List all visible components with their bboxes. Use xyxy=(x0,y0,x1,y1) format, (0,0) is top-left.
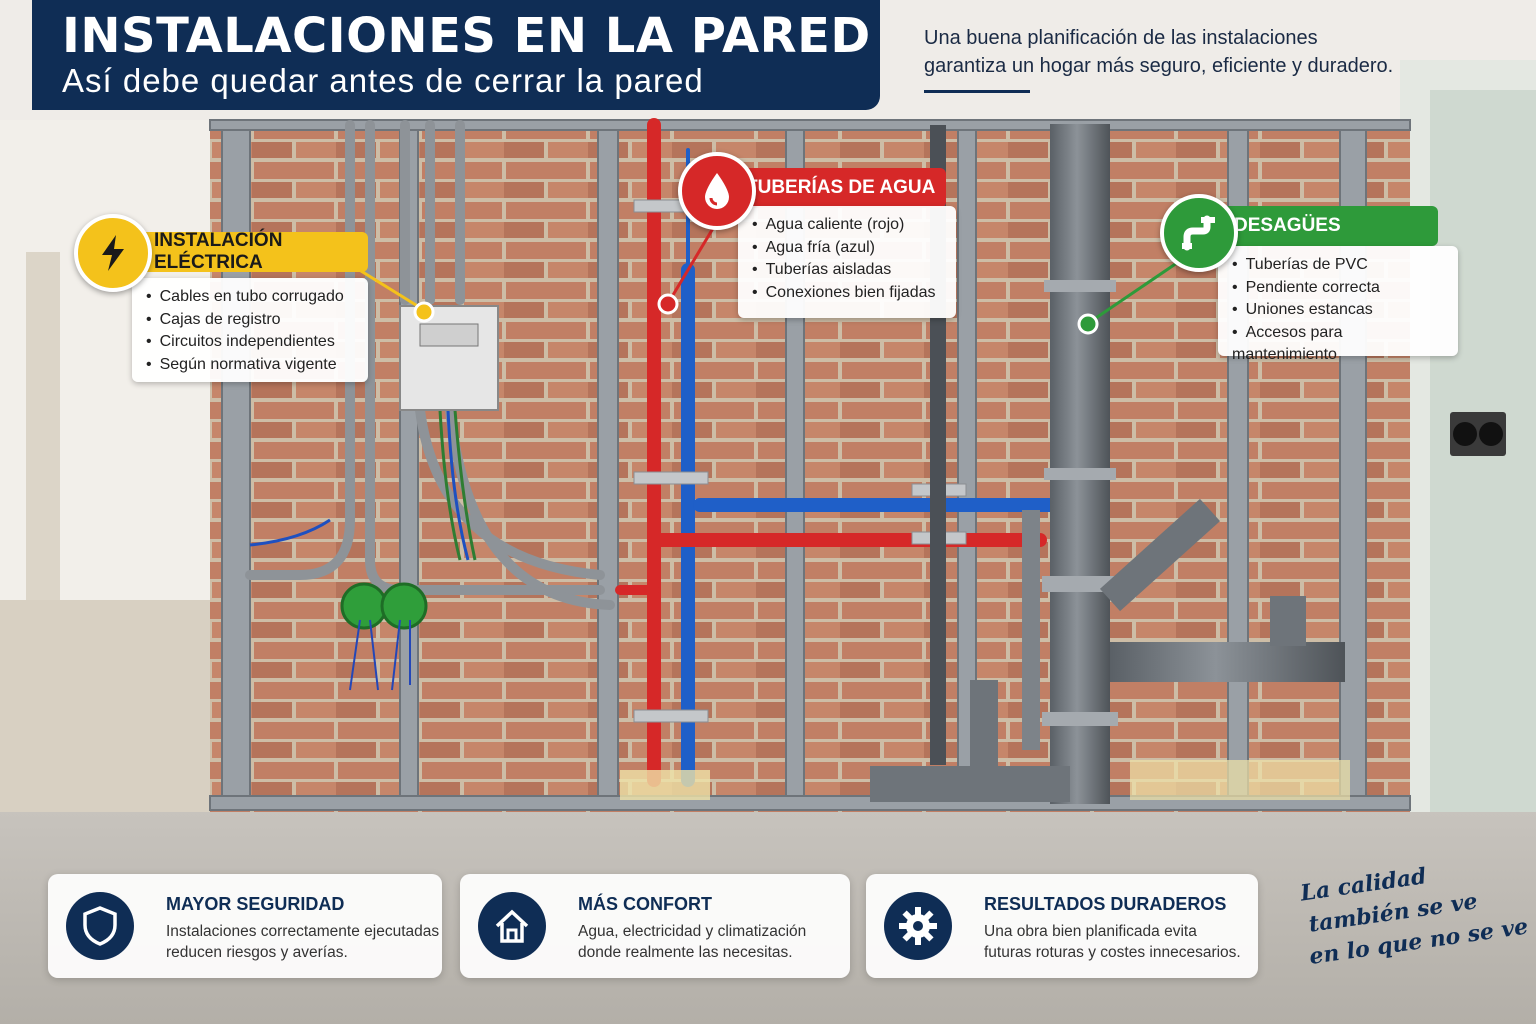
shield-icon xyxy=(66,892,134,960)
list-item: Pendiente correcta xyxy=(1232,277,1444,300)
list-item: Tuberías de PVC xyxy=(1232,254,1444,277)
pipe-icon xyxy=(1160,194,1238,272)
gear-icon xyxy=(884,892,952,960)
junction-box xyxy=(340,582,388,630)
intro-line-1: Una buena planificación de las instalaci… xyxy=(924,27,1318,49)
intro-divider xyxy=(924,90,1030,93)
benefit-title: MAYOR SEGURIDAD xyxy=(166,894,345,914)
electrical-panel xyxy=(399,305,499,411)
title-banner: INSTALACIONES EN LA PARED Así debe queda… xyxy=(32,0,880,110)
house-icon xyxy=(478,892,546,960)
water-callout-list: Agua caliente (rojo) Agua fría (azul) Tu… xyxy=(738,206,956,318)
list-item: Cables en tubo corrugado xyxy=(146,286,354,309)
benefit-text: Una obra bien planificada evita futuras … xyxy=(984,921,1274,963)
benefit-text-line: futuras roturas y costes innecesarios. xyxy=(984,944,1241,961)
benefit-text-line: Una obra bien planificada evita xyxy=(984,923,1197,940)
drains-callout-list: Tuberías de PVC Pendiente correcta Union… xyxy=(1218,246,1458,363)
benefit-title: RESULTADOS DURADEROS xyxy=(984,894,1227,914)
benefit-text-line: Agua, electricidad y climatización xyxy=(578,923,807,940)
list-item: Cajas de registro xyxy=(146,309,354,332)
pvc-drain xyxy=(870,124,1345,804)
list-item: Circuitos independientes xyxy=(146,331,354,354)
benefit-text-line: donde realmente las necesitas. xyxy=(578,944,793,961)
benefit-text: Instalaciones correctamente ejecutadas r… xyxy=(166,921,456,963)
page-title: INSTALACIONES EN LA PARED xyxy=(62,8,871,64)
water-drop-icon xyxy=(678,152,756,230)
benefit-card-durability: RESULTADOS DURADEROS Una obra bien plani… xyxy=(866,874,1258,978)
junction-box xyxy=(380,582,428,630)
cables xyxy=(438,409,477,561)
benefit-title: MÁS CONFORT xyxy=(578,894,712,914)
electric-callout-list: Cables en tubo corrugado Cajas de regist… xyxy=(132,278,368,382)
drains-callout-title: DESAGÜES xyxy=(1200,206,1438,246)
page-subtitle: Así debe quedar antes de cerrar la pared xyxy=(62,62,704,99)
list-item: Según normativa vigente xyxy=(146,354,354,377)
corrugated-conduits xyxy=(245,120,615,610)
benefit-card-comfort: MÁS CONFORT Agua, electricidad y climati… xyxy=(460,874,850,978)
benefit-text-line: Instalaciones correctamente ejecutadas xyxy=(166,923,440,940)
benefit-card-security: MAYOR SEGURIDAD Instalaciones correctame… xyxy=(48,874,442,978)
list-item: Agua caliente (rojo) xyxy=(752,214,942,237)
list-item: Tuberías aisladas xyxy=(752,259,942,282)
electric-callout-title: INSTALACIÓN ELÉCTRICA xyxy=(120,230,368,273)
list-item: Agua fría (azul) xyxy=(752,237,942,260)
water-pipes xyxy=(615,118,1057,787)
intro-text: Una buena planificación de las instalaci… xyxy=(924,24,1424,80)
lightning-bolt-icon xyxy=(74,214,152,292)
list-item: Accesos para mantenimiento xyxy=(1232,322,1444,367)
benefit-text-line: reducen riesgos y averías. xyxy=(166,944,348,961)
list-item: Uniones estancas xyxy=(1232,299,1444,322)
room-door xyxy=(26,252,60,602)
intro-line-2: garantiza un hogar más seguro, eficiente… xyxy=(924,55,1394,77)
list-item: Conexiones bien fijadas xyxy=(752,282,942,305)
benefit-text: Agua, electricidad y climatización donde… xyxy=(578,921,868,963)
